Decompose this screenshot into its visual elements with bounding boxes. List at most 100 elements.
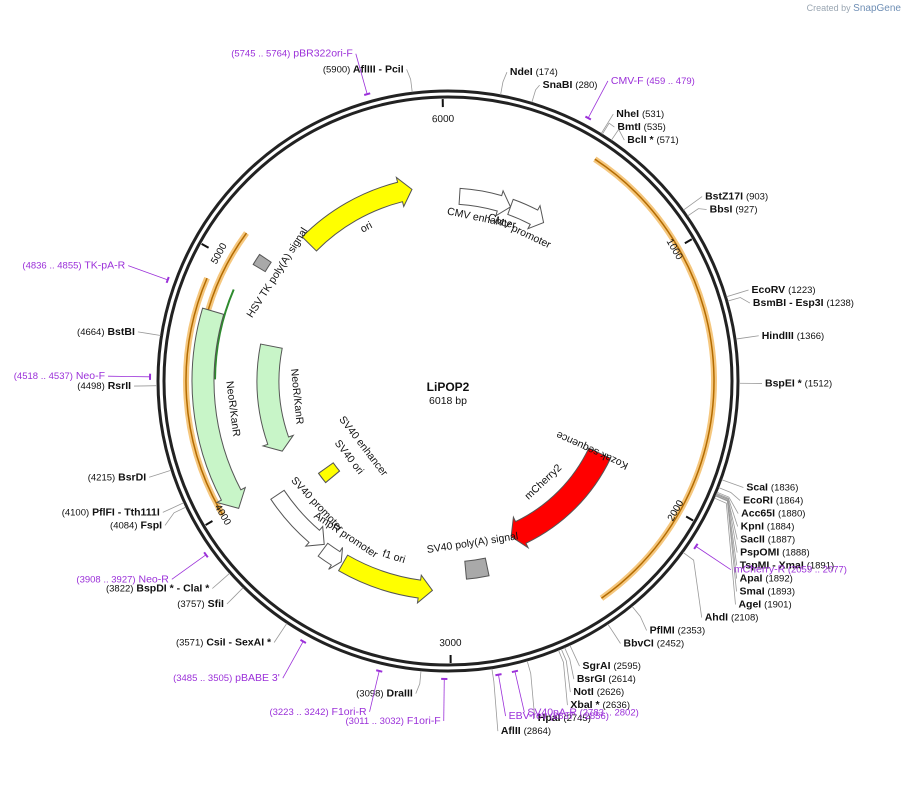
primer-leader-line — [128, 265, 168, 281]
enzyme-label: (4100) PflFI - Tth111I — [62, 506, 160, 518]
enzyme-pos-label: (2614) — [608, 674, 635, 685]
enzyme-label: (4084) FspI — [110, 519, 162, 531]
feature-mcherry2 — [510, 447, 612, 550]
plasmid-length: 6018 bp — [429, 395, 467, 407]
feature-sv40-poly-a-signal-label: SV40 poly(A) signal — [426, 530, 519, 556]
enzyme-name: EcoRV — [752, 284, 786, 296]
enzyme-leader-line — [149, 469, 172, 478]
primer-range: (3223 .. 3242) — [269, 707, 328, 718]
enzyme-name: BbsI — [710, 204, 733, 216]
enzyme-label: AflII (2864) — [501, 725, 551, 737]
enzyme-pos-label: (2745) — [563, 713, 590, 724]
enzyme-leader-line — [735, 335, 759, 340]
primer-label: (3223 .. 3242) F1ori-R — [269, 706, 366, 718]
enzyme-leader-line — [564, 647, 575, 680]
primer-label: mCherry-R (2059 .. 2077) — [734, 564, 847, 576]
enzyme-label: TspMI - XmaI (1891) — [740, 560, 834, 572]
enzyme-name: PflFI — [92, 506, 115, 518]
primer-range: (5745 .. 5764) — [231, 49, 290, 60]
enzyme-label: (3098) DraIII — [356, 688, 413, 700]
enzyme-pos-label: (4100) — [62, 507, 89, 518]
feature-f1-ori — [337, 554, 434, 605]
primer-leader-line — [498, 674, 506, 717]
enzyme-label: HindIII (1366) — [762, 330, 824, 342]
primer-label: (3485 .. 3505) pBABE 3' — [173, 672, 280, 684]
enzyme-label: BclI * (571) — [627, 134, 678, 146]
enzyme-pos-label: (2353) — [678, 626, 705, 637]
enzyme-pos-label: (1891) — [807, 561, 834, 572]
enzyme-name: AgeI — [738, 599, 761, 611]
enzyme-leader-line — [716, 491, 739, 514]
enzyme-name2: SexAI * — [235, 636, 272, 648]
snapgene-logo-text: SnapGene — [853, 3, 901, 14]
enzyme-name: ApaI — [740, 573, 763, 585]
enzyme-label: KpnI (1884) — [741, 521, 795, 533]
primer-leader-line — [355, 53, 368, 95]
enzyme-leader-line — [682, 552, 703, 618]
primer-leader-line — [108, 375, 151, 378]
enzyme-name: BclI * — [627, 134, 654, 146]
primer-marker — [495, 673, 502, 677]
enzyme-name: BspEI * — [765, 377, 803, 389]
feature-cmv-promoter — [507, 198, 545, 230]
primer-label: EBV-rev (2837 .. 2856) — [509, 710, 609, 722]
primer-range: (2837 .. 2856) — [550, 711, 609, 722]
primer-marker — [299, 639, 307, 644]
feature-neor-kanr — [191, 307, 247, 509]
enzyme-leader-line — [718, 487, 741, 501]
primer-leader-line — [514, 671, 525, 713]
feature-neor-kanr-label: NeoR/KanR — [223, 380, 242, 438]
backbone-outer-ring — [156, 89, 740, 673]
scale-tick — [684, 238, 693, 245]
enzyme-pos-label: (1901) — [764, 600, 791, 611]
enzyme-label: AgeI (1901) — [738, 599, 791, 611]
enzyme-label: (3757) SfiI — [177, 598, 224, 610]
enzyme-label: (3822) BspDI * - ClaI * — [106, 583, 210, 595]
enzyme-pos-label: (535) — [644, 122, 666, 133]
enzyme-label: (3571) CsiI - SexAI * — [176, 636, 272, 648]
enzyme-name2: ClaI * — [183, 583, 210, 595]
enzyme-leader-line — [491, 668, 499, 732]
enzyme-label: SacII (1887) — [740, 534, 795, 546]
enzyme-label: NheI (531) — [616, 108, 664, 120]
enzyme-label: (5900) AflIII - PciI — [323, 63, 404, 75]
primer-marker — [203, 551, 209, 558]
primer-range: (3485 .. 3505) — [173, 673, 232, 684]
enzyme-leader-line — [164, 506, 186, 526]
enzyme-label: (4664) BstBI — [77, 326, 135, 338]
snapgene-credit: Created by SnapGene — [807, 3, 901, 14]
feature-ori-label: ori — [358, 219, 374, 235]
enzyme-pos-label: (3822) — [106, 584, 133, 595]
primer-name: Neo-R — [138, 573, 169, 585]
enzyme-label: NotI (2626) — [573, 686, 624, 698]
enzyme-name: SfiI — [208, 598, 224, 610]
enzyme-label: BbsI (927) — [710, 204, 758, 216]
enzyme-pos-label: (3098) — [356, 689, 383, 700]
enzyme-label: (4498) RsrII — [77, 380, 131, 392]
enzyme-name2: PciI — [385, 63, 404, 75]
enzyme-name: PflMI — [650, 625, 675, 637]
enzyme-pos-label: (2636) — [603, 700, 630, 711]
enzyme-name: HindIII — [762, 330, 794, 342]
enzyme-pos-label: (3571) — [176, 637, 203, 648]
enzyme-pos-label: (2108) — [731, 613, 758, 624]
enzyme-leader-line — [607, 623, 621, 644]
enzyme-pos-label: (1893) — [768, 587, 795, 598]
enzyme-name: SnaBI — [543, 79, 573, 91]
enzyme-pos-label: (2595) — [613, 661, 640, 672]
feature-sv40-poly-a-signal — [464, 557, 490, 580]
enzyme-label: BmtI (535) — [617, 121, 665, 133]
enzyme-leader-line — [415, 670, 422, 694]
credit-prefix: Created by — [806, 3, 851, 13]
primer-name: pBR322ori-F — [293, 48, 353, 60]
scale-tick — [205, 520, 213, 526]
enzyme-pos-label: (1887) — [768, 535, 795, 546]
enzyme-pos-label: (903) — [746, 192, 768, 203]
enzyme-label: EcoRV (1223) — [752, 284, 816, 296]
enzyme-leader-line — [226, 587, 244, 605]
primer-leader-line — [695, 546, 732, 571]
enzyme-pos-label: (174) — [536, 67, 558, 78]
enzyme-label: Acc65I (1880) — [741, 508, 805, 520]
